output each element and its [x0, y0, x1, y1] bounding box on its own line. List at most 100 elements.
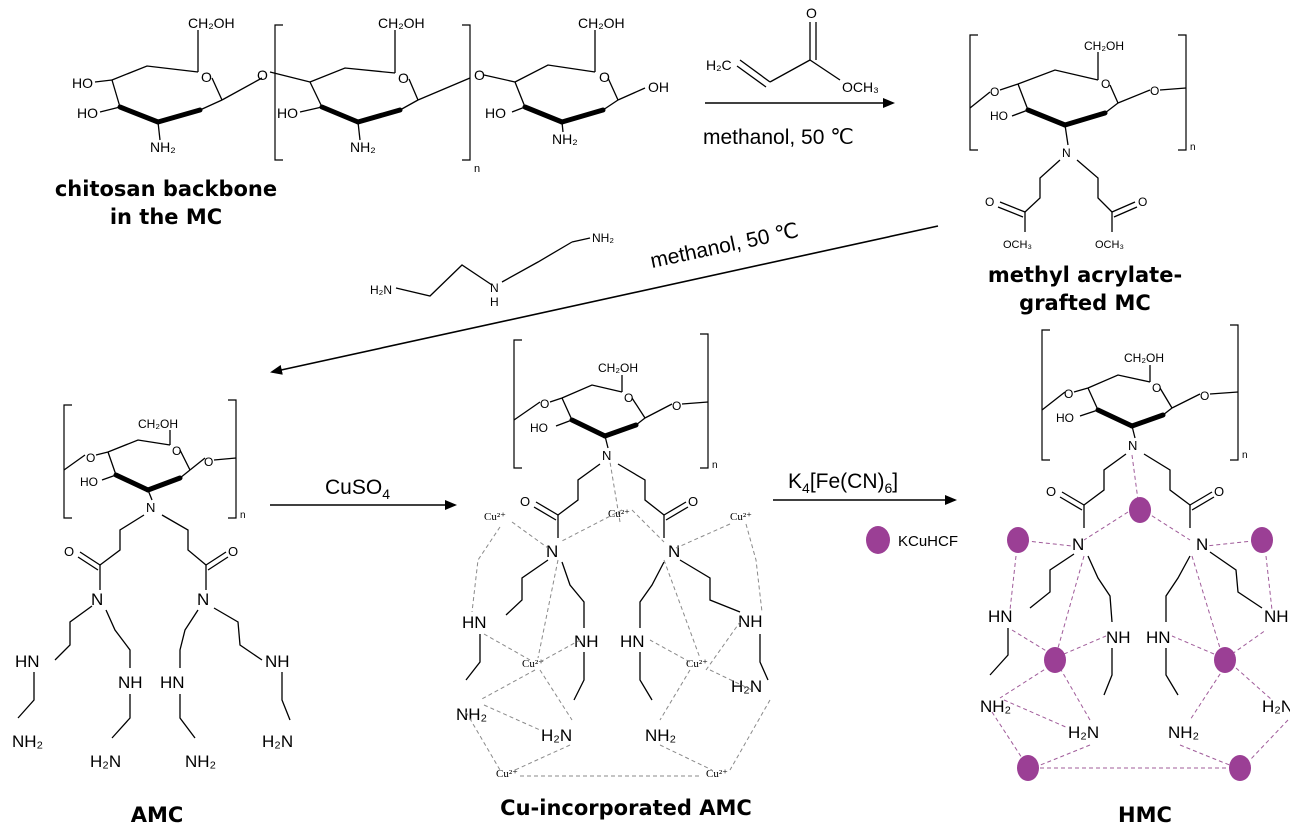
svg-text:CH₂OH: CH₂OH: [598, 361, 638, 375]
svg-text:N: N: [546, 542, 558, 561]
ch2oh-label: CH₂OH: [188, 15, 235, 31]
ch2oh-label: CH₂OH: [378, 15, 425, 31]
svg-text:N: N: [197, 590, 209, 609]
cu-ion: Cu²⁺: [484, 511, 506, 523]
svg-text:H: H: [490, 295, 499, 309]
svg-text:H₂N: H₂N: [731, 677, 762, 696]
svg-text:O: O: [86, 451, 95, 465]
svg-text:NH₂: NH₂: [592, 231, 614, 245]
svg-text:n: n: [240, 510, 246, 521]
svg-text:O: O: [990, 85, 999, 99]
svg-text:HN: HN: [462, 613, 487, 632]
svg-text:NH₂: NH₂: [980, 697, 1011, 716]
svg-text:O: O: [985, 195, 994, 209]
svg-text:NH: NH: [1264, 607, 1289, 626]
kcuhcf-particle: [1214, 647, 1236, 673]
svg-text:OCH₃: OCH₃: [1003, 239, 1032, 251]
svg-text:HO: HO: [530, 421, 548, 435]
svg-text:HO: HO: [1056, 411, 1074, 425]
svg-text:O: O: [1150, 84, 1159, 98]
cu-amc-label: Cu-incorporated AMC: [500, 796, 752, 820]
svg-text:N: N: [602, 448, 611, 463]
svg-text:n: n: [1190, 142, 1196, 153]
svg-text:NH₂: NH₂: [1168, 723, 1199, 742]
svg-text:H₂N: H₂N: [262, 732, 293, 751]
svg-text:O: O: [204, 455, 213, 469]
diethylenetriamine-reagent: H₂N N H NH₂: [370, 231, 614, 309]
kcuhcf-particle: [1007, 527, 1029, 553]
ho-label: HO: [277, 105, 298, 121]
svg-text:O: O: [1138, 195, 1147, 209]
ho-label: HO: [77, 105, 98, 121]
nh2-label: NH₂: [350, 139, 376, 155]
methyl-acrylate-grafted-structure: n O CH₂OH O O HO N O OCH₃ O OCH₃: [969, 34, 1196, 251]
svg-text:O: O: [1064, 387, 1073, 401]
svg-text:CH₂OH: CH₂OH: [1084, 39, 1124, 53]
svg-text:O: O: [688, 494, 698, 509]
methyl-label-line1: methyl acrylate-: [988, 263, 1182, 287]
svg-text:H₂N: H₂N: [541, 726, 572, 745]
amc-structure: n O CH₂OH O O HO N O O N N HN NH₂: [12, 399, 293, 771]
cu-ion: Cu²⁺: [706, 768, 728, 780]
svg-text:n: n: [1242, 450, 1248, 461]
svg-text:N: N: [668, 542, 680, 561]
svg-text:H₂N: H₂N: [370, 283, 392, 297]
chitosan-label-line1: chitosan backbone: [55, 177, 277, 201]
oh-label: OH: [648, 79, 669, 95]
kcuhcf-particle: [1017, 755, 1039, 781]
carbonyl-oxygen: O: [806, 5, 817, 21]
hmc-label: HMC: [1118, 803, 1172, 824]
svg-text:O: O: [520, 494, 530, 509]
repeat-n: n: [474, 163, 480, 175]
ho-label: HO: [72, 75, 93, 91]
svg-text:HO: HO: [80, 475, 98, 489]
ch2oh-label: CH₂OH: [578, 15, 625, 31]
cu-ion: Cu²⁺: [496, 768, 518, 780]
glycosidic-oxygen: O: [257, 67, 268, 83]
svg-text:O: O: [228, 544, 238, 559]
svg-text:NH: NH: [574, 632, 599, 651]
cu-amc-structure: n O CH₂OH O O HO N O O N N HN NH₂: [456, 333, 771, 780]
svg-text:N: N: [490, 281, 499, 295]
svg-text:N: N: [1072, 535, 1084, 554]
svg-text:O: O: [624, 391, 633, 405]
svg-text:CH₂OH: CH₂OH: [1124, 351, 1164, 365]
svg-text:O: O: [540, 397, 549, 411]
cu-ion: Cu²⁺: [730, 511, 752, 523]
ring-oxygen: O: [599, 69, 610, 85]
kcuhcf-legend-label: KCuHCF: [898, 533, 958, 550]
methyl-label-line2: grafted MC: [1019, 291, 1151, 315]
kcuhcf-particle: [1251, 527, 1273, 553]
svg-text:NH₂: NH₂: [456, 705, 487, 724]
svg-text:N: N: [1062, 146, 1071, 160]
chitosan-label-line2: in the MC: [110, 205, 222, 229]
svg-text:HN: HN: [160, 673, 185, 692]
cu-ion: Cu²⁺: [686, 658, 708, 670]
nh2-label: NH₂: [552, 131, 578, 147]
kcuhcf-particle: [1044, 647, 1066, 673]
svg-text:O: O: [1152, 381, 1161, 395]
kcuhcf-particle: [1229, 755, 1251, 781]
sugar-ring-2: CH₂OH O HO NH₂: [269, 15, 471, 155]
svg-text:N: N: [146, 500, 155, 515]
ho-label: HO: [485, 105, 506, 121]
step2-condition: methanol, 50 ℃: [648, 219, 800, 273]
kcuhcf-legend: KCuHCF: [866, 526, 958, 554]
svg-text:HO: HO: [990, 109, 1008, 123]
svg-text:N: N: [91, 590, 103, 609]
svg-text:N: N: [1196, 535, 1208, 554]
svg-text:H₂N: H₂N: [1262, 697, 1290, 716]
sugar-ring-3: CH₂OH O HO NH₂ OH: [483, 15, 669, 147]
cu-ion: Cu²⁺: [522, 658, 544, 670]
ring-oxygen: O: [398, 70, 409, 86]
nh2-label: NH₂: [150, 139, 176, 155]
chitosan-backbone-structure: CH₂OH O HO HO NH₂ O n CH₂OH O HO NH: [72, 15, 669, 175]
h2c-label: H₂C: [706, 57, 732, 73]
svg-text:N: N: [1128, 438, 1137, 453]
svg-text:O: O: [172, 444, 181, 458]
svg-text:n: n: [712, 460, 718, 471]
svg-text:HN: HN: [1146, 628, 1171, 647]
svg-text:HN: HN: [988, 607, 1013, 626]
hmc-structure: n O CH₂OH O O HO N O O N N HN NH₂: [980, 324, 1290, 781]
